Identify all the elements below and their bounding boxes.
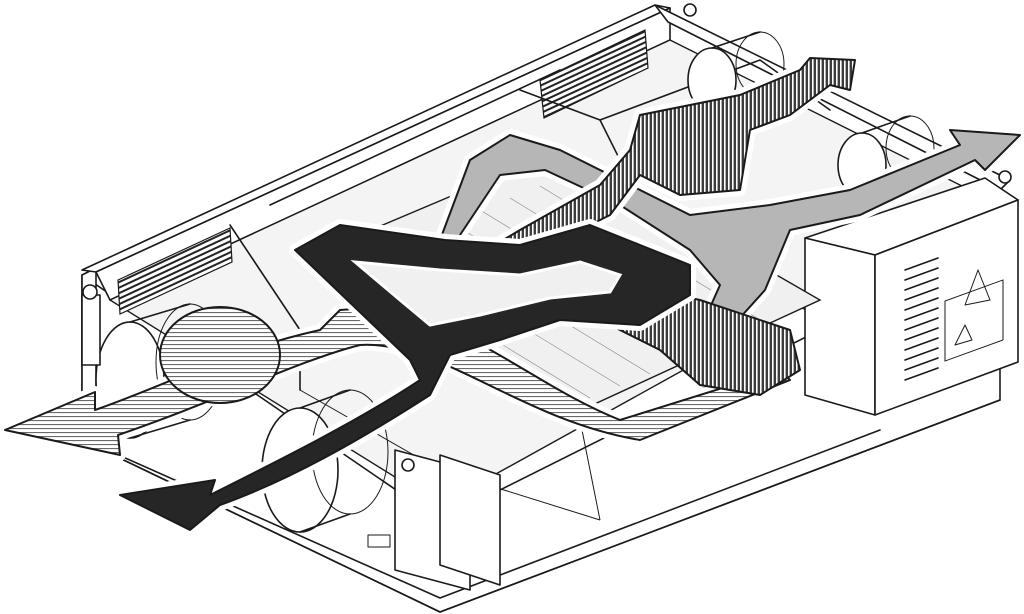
mounting-bolt-icon <box>401 458 415 472</box>
airflow-supply-path <box>119 224 691 531</box>
back-wall-grilles <box>117 29 649 315</box>
grille-back-right <box>539 29 649 119</box>
electrical-box-front <box>874 199 1019 416</box>
label-plate <box>944 279 1004 362</box>
cap-bolt-icon <box>998 170 1012 184</box>
warning-triangle-small-icon <box>954 324 973 346</box>
airflow-supply-inner-loop <box>350 260 623 327</box>
electrical-box-side <box>804 237 876 416</box>
airflow-extract <box>434 124 1024 346</box>
left-mounting-bracket <box>81 284 101 366</box>
cap-bolt-icon <box>683 3 697 17</box>
electrical-box <box>804 177 1019 416</box>
bracket-bolt-icon <box>82 284 98 300</box>
airflow-extract-path <box>439 129 1021 341</box>
electrical-box-vent <box>904 257 939 381</box>
airflow-supply <box>114 219 696 536</box>
airflow-exhaust-inlet <box>159 306 281 404</box>
grille-back-left <box>117 227 233 315</box>
fan-panel <box>367 449 501 591</box>
warning-triangle-icon <box>964 269 991 306</box>
